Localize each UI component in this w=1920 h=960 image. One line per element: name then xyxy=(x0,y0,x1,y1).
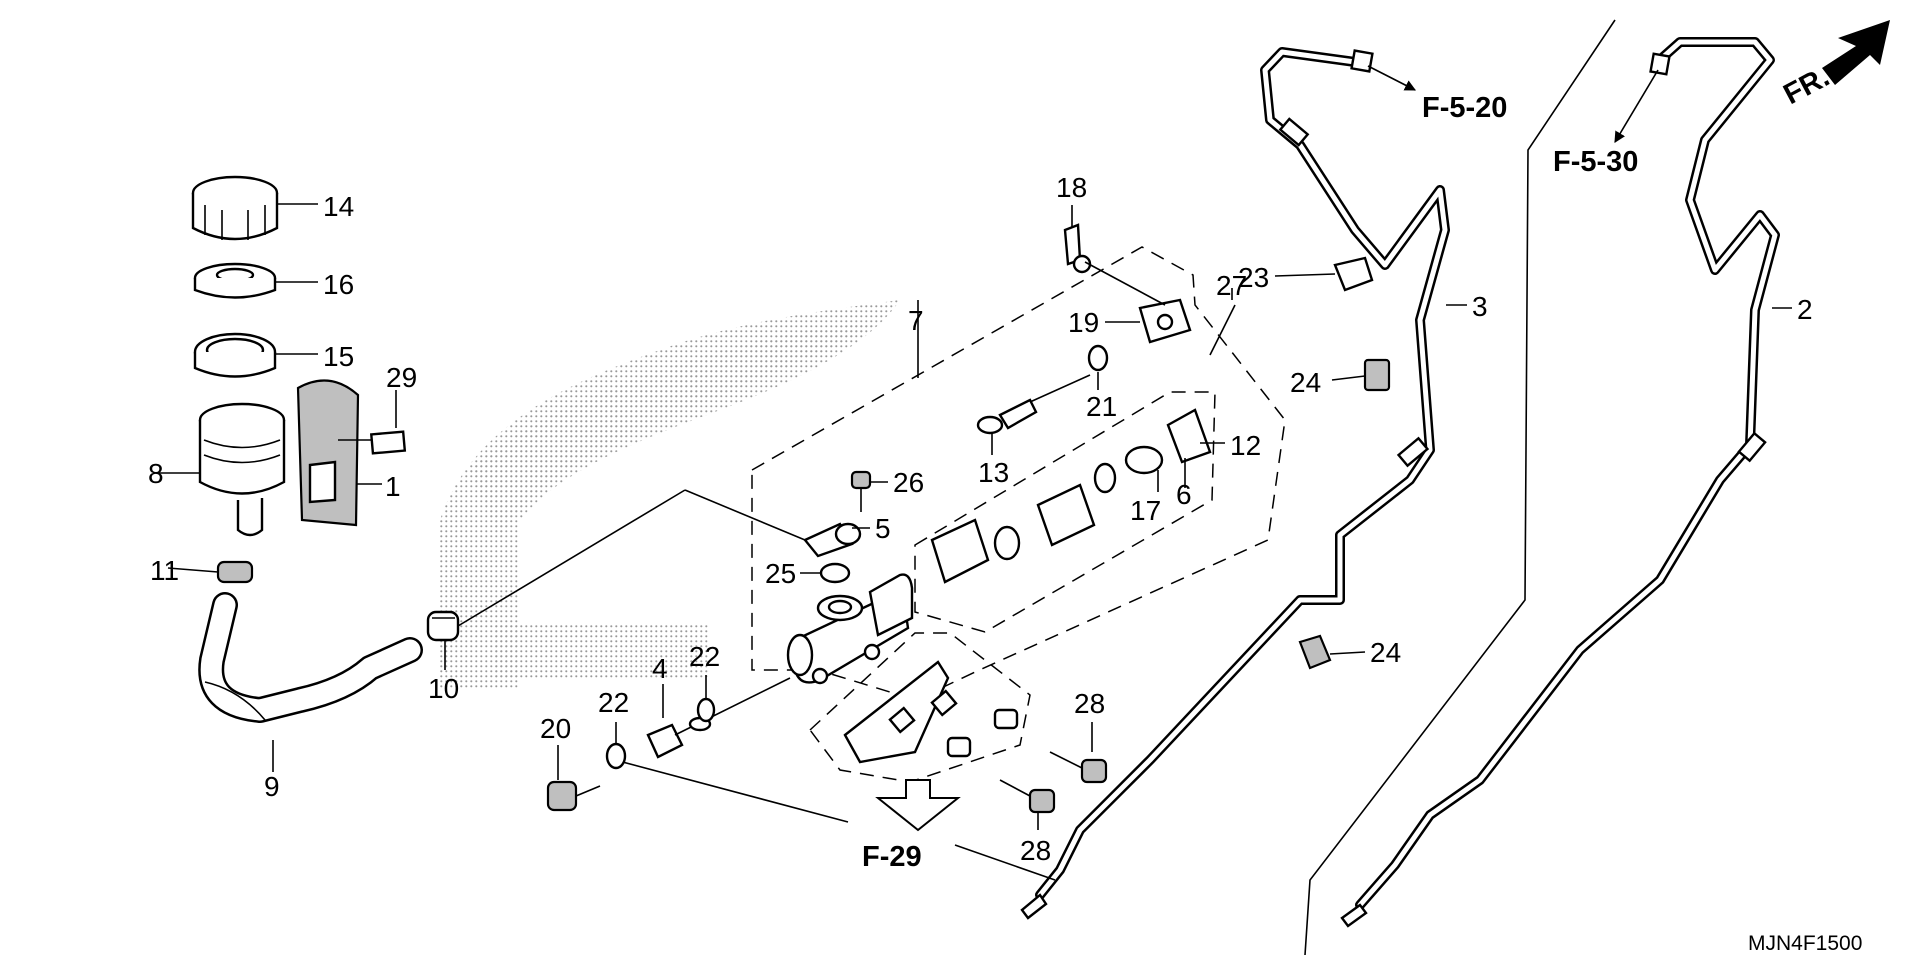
section-divider xyxy=(1304,19,1616,956)
bolt-20 xyxy=(546,780,601,812)
callout-29[interactable]: 29 xyxy=(386,362,417,393)
diaphragm-plate-16 xyxy=(193,262,277,299)
nut-22b xyxy=(696,697,716,723)
reservoir-cap-14 xyxy=(191,175,279,241)
callout-6[interactable]: 6 xyxy=(1176,479,1192,510)
callout-21[interactable]: 21 xyxy=(1086,391,1117,422)
callout-12[interactable]: 12 xyxy=(1230,430,1261,461)
brake-line-3 xyxy=(1020,47,1450,920)
ref-f-5-20[interactable]: F-5-20 xyxy=(1422,92,1507,124)
bracket-outline xyxy=(808,632,1031,783)
callout-28a[interactable]: 28 xyxy=(1074,688,1105,719)
callout-26[interactable]: 26 xyxy=(893,467,924,498)
nut-22a xyxy=(605,742,627,770)
callout-22b[interactable]: 22 xyxy=(689,641,720,672)
callout-10[interactable]: 10 xyxy=(428,673,459,704)
o-ring-25 xyxy=(819,562,851,584)
brake-line-2 xyxy=(1340,37,1780,928)
bracket xyxy=(843,660,1019,764)
callout-9[interactable]: 9 xyxy=(264,771,280,802)
hose-joint-5 xyxy=(803,522,862,558)
callout-4[interactable]: 4 xyxy=(652,653,668,684)
callout-22a[interactable]: 22 xyxy=(598,687,629,718)
callout-13[interactable]: 13 xyxy=(978,457,1009,488)
ref-f-5-30[interactable]: F-5-30 xyxy=(1553,146,1638,178)
hose-9 xyxy=(198,592,423,723)
callout-14[interactable]: 14 xyxy=(323,191,354,222)
reservoir-cover-1 xyxy=(296,379,360,527)
diaphragm-15 xyxy=(193,332,277,378)
leader-lines xyxy=(158,203,1792,830)
callout-2[interactable]: 2 xyxy=(1797,294,1813,325)
nut-21 xyxy=(1087,344,1109,372)
callout-8[interactable]: 8 xyxy=(148,458,164,489)
callout-15[interactable]: 15 xyxy=(323,341,354,372)
front-direction-arrow: FR. xyxy=(1778,20,1890,111)
master-cylinder-body-7 xyxy=(786,573,914,685)
bolt-26 xyxy=(850,470,872,512)
clip-11 xyxy=(216,560,254,584)
diagram-code: MJN4F1500 xyxy=(1748,932,1862,955)
assembly-12-outline xyxy=(914,391,1216,633)
down-arrow-icon xyxy=(875,779,961,832)
callout-28b[interactable]: 28 xyxy=(1020,835,1051,866)
callout-27[interactable]: 27 xyxy=(1216,270,1247,301)
ref-f-29-group: F-29 xyxy=(862,779,961,873)
callout-11[interactable]: 11 xyxy=(150,555,179,586)
callout-3[interactable]: 3 xyxy=(1472,291,1488,322)
bolt-29 xyxy=(338,430,407,455)
sub-tank-hose-23 xyxy=(1333,256,1374,292)
callout-7[interactable]: 7 xyxy=(908,305,924,336)
callout-20[interactable]: 20 xyxy=(540,713,571,744)
callout-18[interactable]: 18 xyxy=(1056,172,1087,203)
pin-27 xyxy=(1209,304,1236,356)
callout-16[interactable]: 16 xyxy=(323,269,354,300)
clip-10 xyxy=(426,610,460,642)
pin-18 xyxy=(1063,223,1092,274)
clamp-19 xyxy=(1138,298,1192,344)
clip-24b xyxy=(1298,634,1332,670)
push-rod-4 xyxy=(646,677,791,759)
callout-5[interactable]: 5 xyxy=(875,513,891,544)
callout-17[interactable]: 17 xyxy=(1130,495,1161,526)
ref-f-29[interactable]: F-29 xyxy=(862,841,922,873)
callouts: 14 16 15 29 8 1 11 9 10 7 12 17 6 13 21 … xyxy=(148,172,1813,866)
bolt-28a xyxy=(1049,751,1108,784)
callout-25[interactable]: 25 xyxy=(765,558,796,589)
spring-seat-13 xyxy=(976,374,1091,435)
callout-24a[interactable]: 24 xyxy=(1290,367,1321,398)
brand-watermark xyxy=(440,300,900,690)
callout-24b[interactable]: 24 xyxy=(1370,637,1401,668)
callout-1[interactable]: 1 xyxy=(385,471,401,502)
callout-19[interactable]: 19 xyxy=(1068,307,1099,338)
bolt-28b xyxy=(999,779,1056,814)
spring-kit xyxy=(930,408,1212,584)
clip-24a xyxy=(1363,358,1391,392)
callout-23[interactable]: 23 xyxy=(1238,262,1269,293)
reservoir-8 xyxy=(198,402,286,537)
